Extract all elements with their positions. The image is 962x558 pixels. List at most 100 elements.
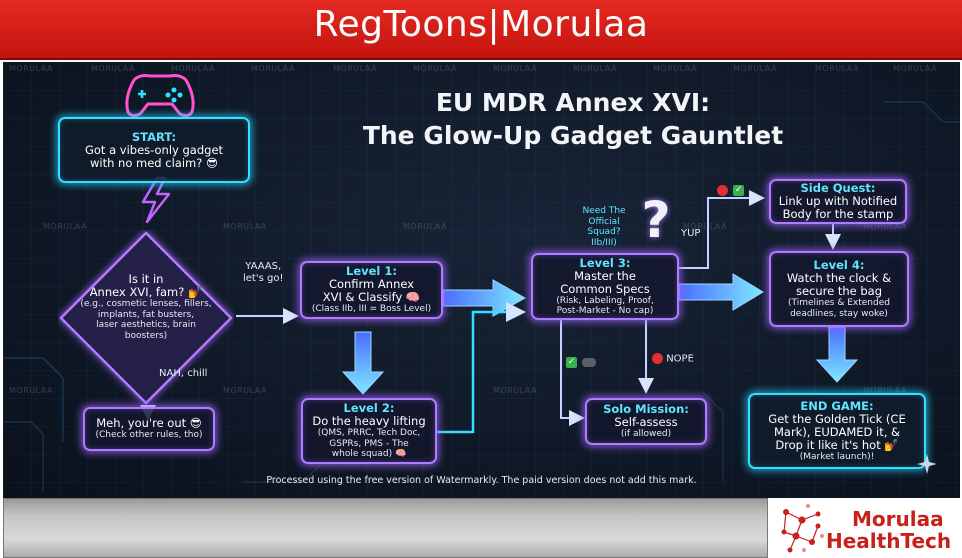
watermark: MORULAA — [223, 386, 267, 395]
logo-line1: Morulaa — [852, 507, 944, 531]
watermark: MORULAA — [413, 64, 457, 73]
end-game-line1: Get the Golden Tick (CE — [768, 411, 906, 426]
level4-sub2: deadlines, stay woke) — [790, 308, 888, 319]
watermark: MORULAA — [893, 64, 937, 73]
decision-line1: Is it in — [128, 272, 164, 286]
solo-sub: (if allowed) — [620, 429, 672, 440]
molecule-logo-icon — [781, 504, 824, 553]
gamepad-icon — [125, 74, 195, 118]
watermark: MORULAA — [333, 64, 377, 73]
decision-sub4: boosters) — [124, 330, 168, 341]
nope-label: NOPE — [652, 353, 694, 366]
watermark: MORULAA — [493, 64, 537, 73]
yes-label: YAAAS, let's go! — [243, 261, 283, 285]
decision-line2: Annex XVI, fam? 💅 — [89, 285, 203, 299]
squad-question: Need The Official Squad? IIb/III) — [571, 206, 637, 248]
out-line2: (Check other rules, tho) — [95, 430, 203, 441]
stop-check-badges: ✓ — [717, 180, 745, 199]
question-mark-icon: ? — [641, 191, 671, 249]
company-logo: Morulaa HealthTech — [772, 498, 962, 558]
watermark: MORULAA — [251, 64, 295, 73]
watermark: MORULAA — [815, 64, 859, 73]
yes-label-line1: YAAAS, — [245, 261, 282, 272]
big-arrow-right-2 — [678, 273, 764, 311]
check-gamepad-badges: ✓ — [566, 352, 597, 371]
flowchart-board: MORULAA MORULAA MORULAA MORULAA MORULAA … — [3, 62, 960, 498]
out-line1: Meh, you're out 😎 — [96, 416, 202, 431]
start-line1: Got a vibes-only gadget — [84, 142, 224, 157]
level2-sub3: whole squad) 🧠 — [331, 449, 407, 460]
decision-diamond — [59, 231, 233, 405]
level1-line1: Confirm Annex — [328, 277, 415, 292]
end-game-line2: Mark), EUDAMED it, & — [773, 424, 901, 439]
squad-line3: Squad? — [587, 227, 621, 237]
level3-sub1: (Risk, Labeling, Proof, — [556, 295, 654, 306]
gamepad-badge-icon — [582, 358, 597, 367]
arrow-yup — [678, 190, 765, 269]
decision-sub3: laser aesthetics, brain — [96, 320, 196, 330]
watermark-note: Processed using the free version of Wate… — [266, 475, 697, 486]
watermark: MORULAA — [9, 386, 53, 395]
side-quest-box: Side Quest: Link up with Notified Body f… — [769, 179, 907, 224]
footer-bar — [3, 498, 768, 558]
squad-line4: IIb/III) — [591, 237, 617, 248]
level1-box: Level 1: Confirm Annex XVI & Classify 🧠 … — [300, 261, 443, 319]
diagram-title-line1: EU MDR Annex XVI: — [435, 88, 711, 117]
title-banner: RegToons|Morulaa — [0, 0, 962, 60]
level4-heading: Level 4: — [813, 258, 865, 272]
check-badge-icon: ✓ — [566, 357, 577, 368]
big-arrow-down — [341, 331, 385, 395]
lightning-icon — [141, 176, 171, 224]
diagram-title: EU MDR Annex XVI: The Glow-Up Gadget Gau… — [303, 86, 843, 152]
diagram-title-line2: The Glow-Up Gadget Gauntlet — [362, 121, 784, 150]
solo-heading: Solo Mission: — [603, 402, 689, 417]
watermark: MORULAA — [863, 222, 907, 231]
watermark: MORULAA — [43, 222, 87, 231]
end-game-box: END GAME: Get the Golden Tick (CE Mark),… — [748, 393, 926, 469]
yup-label: YUP — [681, 228, 701, 239]
big-arrow-down-2 — [815, 326, 859, 383]
level1-line2: XVI & Classify 🧠 — [322, 290, 421, 305]
level1-sub: (Class IIb, III = Boss Level) — [311, 304, 432, 315]
watermark: MORULAA — [171, 64, 215, 73]
level3-sub2: Post-Market - No cap) — [556, 306, 654, 316]
check-badge-icon: ✓ — [733, 185, 745, 196]
nope-text: NOPE — [666, 353, 694, 365]
end-game-line3: Drop it like it's hot 💅 — [775, 437, 899, 452]
level3-box: Level 3: Master the Common Specs (Risk, … — [531, 253, 679, 320]
watermark: MORULAA — [9, 64, 53, 73]
watermark: MORULAA — [653, 64, 697, 73]
squad-line2: Official — [588, 216, 620, 227]
watermark: MORULAA — [223, 222, 267, 231]
level3-line1: Master the — [574, 268, 636, 283]
stop-badge-icon — [652, 353, 663, 364]
banner-title: RegToons|Morulaa — [313, 4, 649, 45]
decision-sub2: implants, fat busters, — [97, 309, 195, 320]
neon-path-up — [436, 302, 526, 434]
watermark: MORULAA — [91, 64, 135, 73]
start-heading: START: — [131, 129, 177, 144]
watermark: MORULAA — [733, 64, 777, 73]
yes-label-line2: let's go! — [243, 273, 284, 284]
level2-sub1: (QMS, PRRC, Tech Doc, — [317, 428, 421, 439]
watermark: MORULAA — [493, 386, 537, 395]
solo-mission-box: Solo Mission: Self-assess (if allowed) — [585, 398, 707, 445]
connector-lines — [3, 101, 960, 492]
level2-heading: Level 2: — [343, 401, 395, 416]
level4-sub1: (Timelines & Extended — [788, 298, 890, 308]
level2-box: Level 2: Do the heavy lifting (QMS, PRRC… — [301, 398, 437, 464]
sparkle-icon — [917, 454, 937, 474]
level4-line2: secure the bag — [795, 284, 883, 298]
squad-line1: Need The — [582, 206, 626, 216]
big-arrow-right — [442, 279, 527, 317]
side-quest-line1: Link up with Notified — [778, 194, 898, 208]
watermark: MORULAA — [573, 64, 617, 73]
level4-line1: Watch the clock & — [786, 271, 892, 285]
stop-badge-icon — [717, 185, 728, 196]
level2-line1: Do the heavy lifting — [312, 414, 426, 429]
watermark: MORULAA — [683, 222, 727, 231]
logo-line2: HealthTech — [826, 529, 952, 553]
side-quest-heading: Side Quest: — [800, 181, 876, 195]
out-box: Meh, you're out 😎 (Check other rules, th… — [83, 407, 215, 451]
arrow-check — [560, 320, 585, 426]
